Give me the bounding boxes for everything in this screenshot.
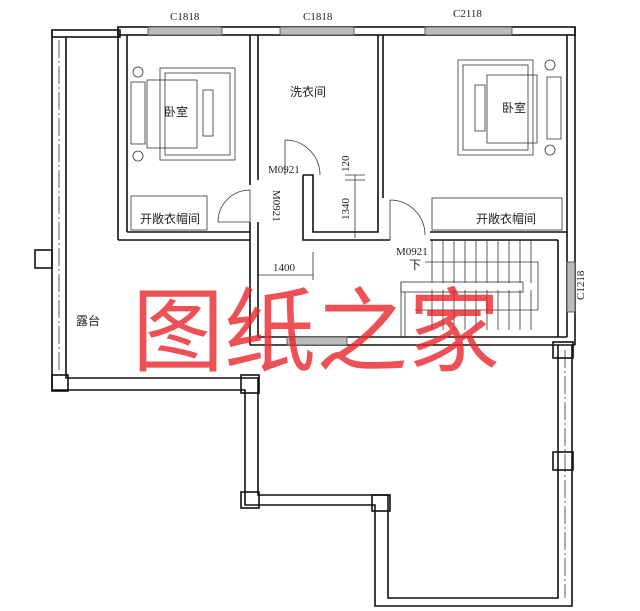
window-label-c1818-middle: C1818: [303, 11, 333, 23]
room-label-laundry: 洗衣间: [290, 84, 326, 99]
room-label-bedroom-right: 卧室: [502, 100, 526, 115]
room-label-closet-right: 开敞衣帽间: [476, 211, 536, 226]
door-arc-laundry: [284, 139, 321, 176]
room-label-closet-left: 开敞衣帽间: [140, 211, 200, 226]
dimension-120: 120: [340, 155, 352, 172]
door-arc-stair: [389, 199, 426, 240]
door-arc-bedroom: [217, 189, 251, 223]
window-c1818-middle: [279, 26, 355, 36]
stair-direction-label: 下: [409, 258, 421, 272]
room-label-bedroom-left: 卧室: [164, 104, 188, 119]
door-label-stair: M0921: [396, 246, 428, 258]
dimension-lines: [258, 174, 365, 280]
dimension-1400: 1400: [273, 262, 296, 274]
staircase: [400, 240, 539, 337]
bed-left: [130, 66, 236, 162]
window-c2118: [424, 26, 513, 36]
closet-right: [431, 197, 563, 231]
closet-left: [130, 195, 208, 231]
door-label-bedroom: M0921: [270, 190, 282, 222]
window-c1818-left: [147, 26, 223, 36]
window-bottom: [286, 336, 348, 346]
window-label-c2118: C2118: [453, 8, 482, 20]
terrace-outline: [34, 29, 574, 607]
door-label-laundry: M0921: [268, 164, 300, 176]
window-label-c1218: C1218: [575, 270, 587, 300]
bed-right: [457, 59, 562, 156]
window-label-c1818-left: C1818: [170, 11, 200, 23]
room-label-terrace: 露台: [76, 313, 100, 328]
dimension-1340: 1340: [340, 198, 352, 221]
watermark: 图纸之家: [132, 279, 500, 386]
window-c1218: [566, 261, 576, 313]
